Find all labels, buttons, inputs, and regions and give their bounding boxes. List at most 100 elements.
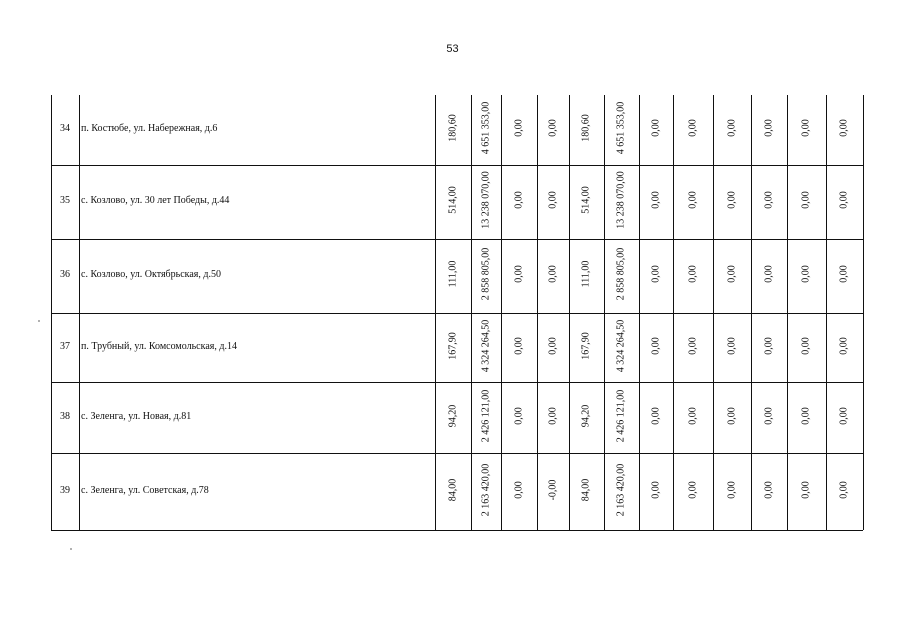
value-cell: 0,00 <box>763 480 775 499</box>
value-cell: 0,00 <box>513 406 525 425</box>
value-cell: 0,00 <box>800 336 812 355</box>
scan-speck <box>70 548 72 550</box>
value-cell: 0,00 <box>726 336 738 355</box>
value-cell: 0,00 <box>800 119 812 137</box>
value-cell: 13 238 070,00 <box>615 171 627 229</box>
value-cell: 0,00 <box>547 265 559 283</box>
value-cell: 0,00 <box>800 265 812 283</box>
value-cell: 514,00 <box>580 186 592 214</box>
value-cell: 4 651 353,00 <box>480 101 492 155</box>
address-cell: с. Козлово, ул. Октябрьская, д.50 <box>81 269 221 280</box>
value-cell: 514,00 <box>447 186 459 214</box>
value-cell: 13 238 070,00 <box>480 171 492 229</box>
value-cell: 0,00 <box>650 191 662 209</box>
page-number: 53 <box>446 43 459 55</box>
scan-speck <box>38 320 40 322</box>
value-cell: 0,00 <box>513 119 525 137</box>
value-cell: 180,60 <box>447 114 459 142</box>
value-cell: 94,20 <box>447 404 459 427</box>
value-cell: 0,00 <box>838 336 850 355</box>
address-cell: с. Зеленга, ул. Советская, д.78 <box>81 484 209 496</box>
value-cell: 94,20 <box>580 404 592 427</box>
table-horizontal-rule <box>51 530 863 531</box>
table-vertical-rule <box>569 95 570 530</box>
value-cell: 2 858 805,00 <box>480 247 492 301</box>
row-number: 36 <box>60 269 70 280</box>
table-vertical-rule <box>787 95 788 530</box>
value-cell: 0,00 <box>838 191 850 209</box>
row-number: 39 <box>60 484 70 496</box>
value-cell: 4 651 353,00 <box>615 101 627 155</box>
row-number: 37 <box>60 340 70 352</box>
value-cell: 0,00 <box>687 480 699 499</box>
value-cell: 0,00 <box>726 191 738 209</box>
value-cell: 0,00 <box>687 265 699 283</box>
value-cell: 0,00 <box>513 191 525 209</box>
row-number: 35 <box>60 195 70 206</box>
value-cell: 0,00 <box>650 480 662 499</box>
table-vertical-rule <box>604 95 605 530</box>
value-cell: 0,00 <box>547 336 559 355</box>
value-cell: 0,00 <box>513 480 525 499</box>
value-cell: 0,00 <box>763 406 775 425</box>
value-cell: 0,00 <box>838 265 850 283</box>
table-vertical-rule <box>863 95 864 530</box>
value-cell: 0,00 <box>726 119 738 137</box>
value-cell: 0,00 <box>650 336 662 355</box>
table-vertical-rule <box>501 95 502 530</box>
value-cell: 0,00 <box>838 119 850 137</box>
address-cell: п. Трубный, ул. Комсомольская, д.14 <box>81 340 237 352</box>
table-horizontal-rule <box>51 239 863 240</box>
value-cell: 0,00 <box>513 265 525 283</box>
value-cell: 0,00 <box>800 480 812 499</box>
value-cell: 0,00 <box>547 119 559 137</box>
value-cell: 2 426 121,00 <box>615 389 627 442</box>
address-cell: с. Зеленга, ул. Новая, д.81 <box>81 410 192 422</box>
value-cell: 0,00 <box>687 336 699 355</box>
value-cell: 0,00 <box>726 480 738 499</box>
value-cell: 0,00 <box>838 406 850 425</box>
table-horizontal-rule <box>51 313 863 314</box>
table-vertical-rule <box>751 95 752 530</box>
table-vertical-rule <box>537 95 538 530</box>
value-cell: 0,00 <box>687 406 699 425</box>
address-cell: с. Козлово, ул. 30 лет Победы, д.44 <box>81 195 230 206</box>
table-horizontal-rule <box>51 453 863 454</box>
table-vertical-rule <box>639 95 640 530</box>
value-cell: 180,60 <box>580 114 592 142</box>
value-cell: 0,00 <box>650 119 662 137</box>
value-cell: 0,00 <box>547 191 559 209</box>
value-cell: 84,00 <box>447 478 459 501</box>
value-cell: 2 858 805,00 <box>615 247 627 301</box>
value-cell: 0,00 <box>687 191 699 209</box>
value-cell: 4 324 264,50 <box>615 319 627 372</box>
table-vertical-rule <box>673 95 674 530</box>
table-vertical-rule <box>435 95 436 530</box>
value-cell: 0,00 <box>838 480 850 499</box>
value-cell: 2 163 420,00 <box>615 463 627 516</box>
value-cell: 0,00 <box>800 406 812 425</box>
value-cell: 111,00 <box>447 260 459 288</box>
value-cell: 0,00 <box>800 191 812 209</box>
table-vertical-rule <box>713 95 714 530</box>
table-horizontal-rule <box>51 382 863 383</box>
table-vertical-rule <box>826 95 827 530</box>
address-cell: п. Костюбе, ул. Набережная, д.6 <box>81 123 218 134</box>
value-cell: 4 324 264,50 <box>480 319 492 372</box>
table-vertical-rule <box>51 95 52 530</box>
table-vertical-rule <box>471 95 472 530</box>
value-cell: -0,00 <box>547 479 559 500</box>
value-cell: 2 426 121,00 <box>480 389 492 442</box>
value-cell: 0,00 <box>650 406 662 425</box>
value-cell: 167,90 <box>447 331 459 360</box>
value-cell: 0,00 <box>726 265 738 283</box>
value-cell: 84,00 <box>580 478 592 501</box>
value-cell: 0,00 <box>547 406 559 425</box>
value-cell: 0,00 <box>763 119 775 137</box>
value-cell: 0,00 <box>650 265 662 283</box>
row-number: 38 <box>60 410 70 422</box>
table-vertical-rule <box>79 95 80 530</box>
value-cell: 0,00 <box>513 336 525 355</box>
value-cell: 0,00 <box>687 119 699 137</box>
